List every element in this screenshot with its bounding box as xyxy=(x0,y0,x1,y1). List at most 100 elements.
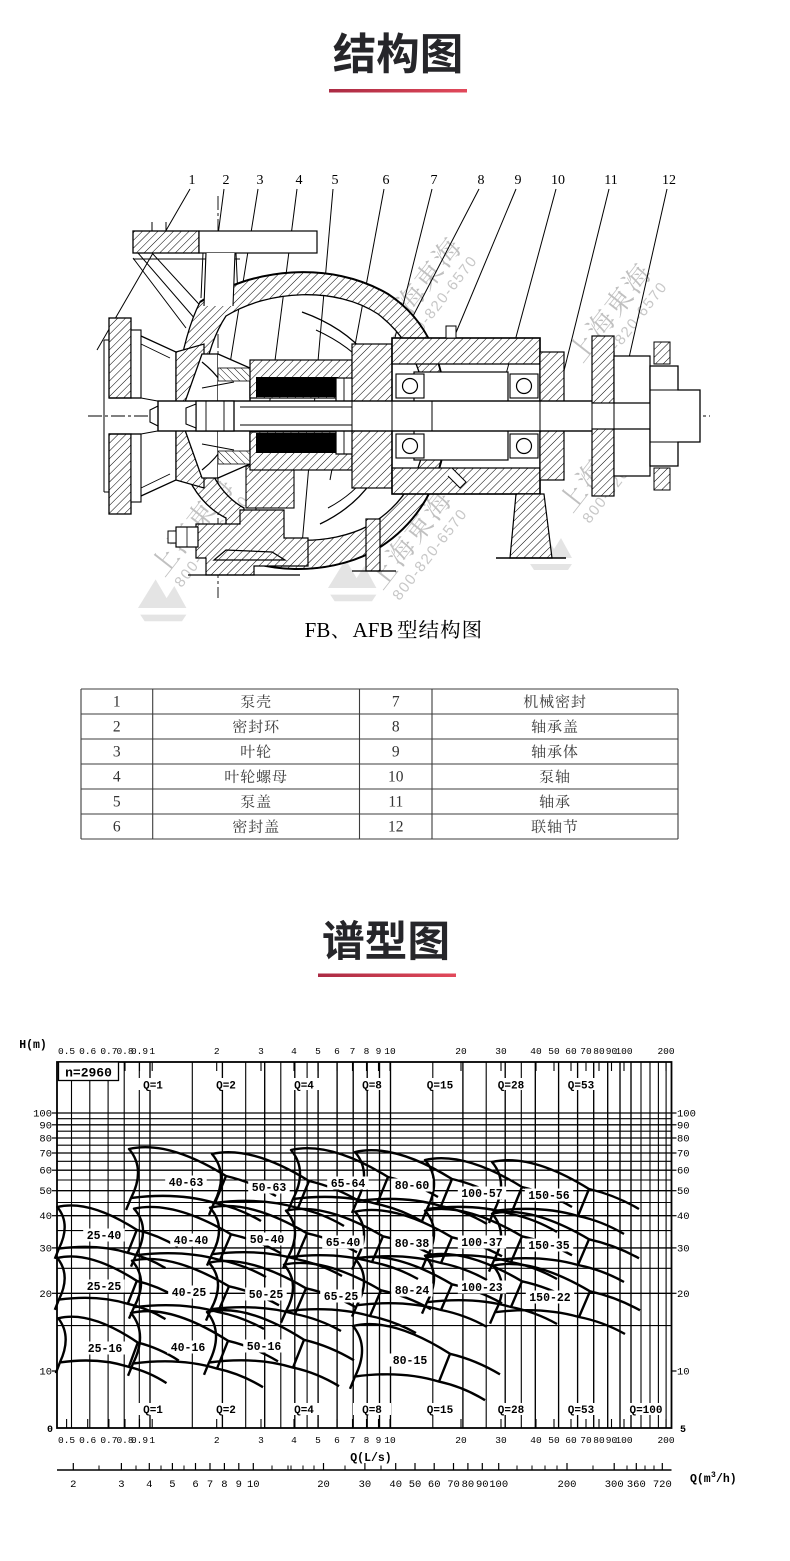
svg-text:30: 30 xyxy=(495,1435,507,1446)
svg-text:90: 90 xyxy=(606,1046,618,1057)
svg-text:1: 1 xyxy=(189,173,196,188)
svg-text:7: 7 xyxy=(431,173,438,188)
svg-text:20: 20 xyxy=(317,1479,330,1491)
svg-text:Q=2: Q=2 xyxy=(216,1405,236,1417)
svg-text:100-57: 100-57 xyxy=(461,1188,503,1201)
svg-text:40-63: 40-63 xyxy=(169,1177,204,1190)
svg-text:60: 60 xyxy=(565,1046,577,1057)
svg-text:n=2960: n=2960 xyxy=(65,1066,112,1081)
svg-text:2: 2 xyxy=(214,1435,220,1446)
svg-text:40: 40 xyxy=(389,1479,402,1491)
svg-text:70: 70 xyxy=(677,1149,690,1161)
svg-text:65-40: 65-40 xyxy=(326,1237,361,1250)
svg-text:100: 100 xyxy=(615,1046,632,1057)
svg-text:6: 6 xyxy=(334,1046,340,1057)
svg-text:Q(L/s): Q(L/s) xyxy=(350,1452,391,1465)
svg-text:50: 50 xyxy=(409,1479,422,1491)
svg-text:8: 8 xyxy=(364,1046,370,1057)
svg-text:20: 20 xyxy=(455,1046,467,1057)
svg-text:720: 720 xyxy=(653,1479,672,1491)
svg-text:9: 9 xyxy=(515,173,522,188)
svg-text:70: 70 xyxy=(580,1435,592,1446)
svg-text:10: 10 xyxy=(247,1479,260,1491)
svg-text:7: 7 xyxy=(350,1046,356,1057)
svg-text:25-40: 25-40 xyxy=(87,1230,122,1243)
svg-text:50: 50 xyxy=(677,1186,690,1198)
svg-text:10: 10 xyxy=(384,1046,396,1057)
svg-text:Q=28: Q=28 xyxy=(498,1081,525,1093)
svg-text:11: 11 xyxy=(388,794,403,811)
svg-text:0.9: 0.9 xyxy=(131,1046,148,1057)
svg-text:9: 9 xyxy=(236,1479,242,1491)
svg-text:50: 50 xyxy=(548,1046,560,1057)
svg-text:11: 11 xyxy=(604,173,617,188)
svg-text:5: 5 xyxy=(169,1479,175,1491)
svg-text:6: 6 xyxy=(113,819,121,836)
svg-text:80-24: 80-24 xyxy=(395,1285,430,1298)
svg-text:90: 90 xyxy=(677,1120,690,1132)
svg-text:3: 3 xyxy=(258,1435,264,1446)
svg-text:1: 1 xyxy=(149,1435,155,1446)
svg-text:10: 10 xyxy=(677,1367,690,1379)
svg-text:200: 200 xyxy=(657,1435,674,1446)
svg-text:40: 40 xyxy=(39,1211,52,1223)
svg-text:0.6: 0.6 xyxy=(79,1435,96,1446)
svg-text:80: 80 xyxy=(677,1134,690,1146)
svg-text:2: 2 xyxy=(214,1046,220,1057)
svg-text:100: 100 xyxy=(33,1109,52,1121)
svg-text:Q=100: Q=100 xyxy=(629,1405,662,1417)
svg-text:0.7: 0.7 xyxy=(100,1435,117,1446)
svg-text:Q=53: Q=53 xyxy=(568,1081,595,1093)
svg-text:360: 360 xyxy=(627,1479,646,1491)
svg-text:8: 8 xyxy=(392,719,400,736)
svg-text:3: 3 xyxy=(258,1046,264,1057)
svg-text:10: 10 xyxy=(388,769,404,786)
svg-text:0.5: 0.5 xyxy=(58,1435,75,1446)
svg-text:40-25: 40-25 xyxy=(172,1287,207,1300)
svg-text:0: 0 xyxy=(47,1425,53,1436)
svg-text:40: 40 xyxy=(530,1435,542,1446)
svg-text:3: 3 xyxy=(257,173,264,188)
svg-text:5: 5 xyxy=(113,794,121,811)
svg-text:Q=8: Q=8 xyxy=(362,1081,382,1093)
svg-text:Q=15: Q=15 xyxy=(427,1405,454,1417)
svg-text:80-38: 80-38 xyxy=(395,1238,430,1251)
svg-text:6: 6 xyxy=(334,1435,340,1446)
svg-text:Q=1: Q=1 xyxy=(143,1081,163,1093)
svg-text:80-60: 80-60 xyxy=(395,1180,430,1193)
svg-text:200: 200 xyxy=(558,1479,577,1491)
svg-text:Q=2: Q=2 xyxy=(216,1081,236,1093)
svg-text:50-40: 50-40 xyxy=(250,1234,285,1247)
svg-text:100-23: 100-23 xyxy=(461,1282,503,1295)
svg-text:Q=1: Q=1 xyxy=(143,1405,163,1417)
svg-text:Q(m: Q(m xyxy=(690,1473,711,1486)
svg-text:100: 100 xyxy=(677,1109,696,1121)
svg-text:8: 8 xyxy=(478,173,485,188)
svg-text:0.5: 0.5 xyxy=(58,1046,75,1057)
svg-text:2: 2 xyxy=(113,719,121,736)
svg-text:300: 300 xyxy=(605,1479,624,1491)
svg-text:150-22: 150-22 xyxy=(529,1292,571,1305)
svg-text:8: 8 xyxy=(221,1479,227,1491)
svg-text:0.6: 0.6 xyxy=(79,1046,96,1057)
svg-text:30: 30 xyxy=(677,1243,690,1255)
svg-text:30: 30 xyxy=(359,1479,372,1491)
svg-text:10: 10 xyxy=(384,1435,396,1446)
svg-text:20: 20 xyxy=(39,1289,52,1301)
svg-text:10: 10 xyxy=(551,173,565,188)
svg-text:9: 9 xyxy=(392,744,400,761)
svg-text:100-37: 100-37 xyxy=(461,1237,503,1250)
svg-text:Q=4: Q=4 xyxy=(294,1081,314,1093)
svg-text:50-63: 50-63 xyxy=(252,1182,287,1195)
svg-text:1: 1 xyxy=(149,1046,155,1057)
svg-text:6: 6 xyxy=(192,1479,198,1491)
svg-text:150-35: 150-35 xyxy=(528,1240,570,1253)
svg-text:10: 10 xyxy=(39,1367,52,1379)
svg-text:60: 60 xyxy=(565,1435,577,1446)
svg-text:80: 80 xyxy=(462,1479,475,1491)
svg-text:80: 80 xyxy=(39,1134,52,1146)
svg-text:60: 60 xyxy=(428,1479,441,1491)
svg-text:FB: FB xyxy=(305,618,331,642)
svg-text:100: 100 xyxy=(615,1435,632,1446)
svg-text:6: 6 xyxy=(383,173,390,188)
